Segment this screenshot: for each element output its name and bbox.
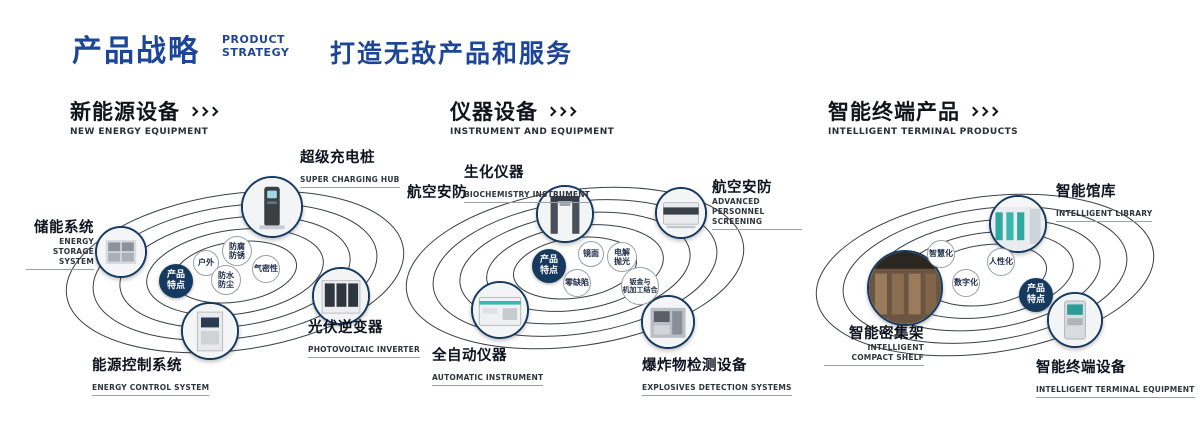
label-biochemistry-instrument: 生化仪器 BIOCHEMISTRY INSTRUMENT: [464, 165, 590, 204]
slogan: 打造无敌产品和服务: [330, 39, 574, 68]
section-terminal-title-text: 智能终端产品: [828, 100, 960, 124]
section-new-energy-title-text: 新能源设备: [70, 100, 180, 124]
label-energy-control-system-cn: 能源控制系统: [92, 358, 182, 374]
library-room-icon: [991, 197, 1045, 251]
compact-shelf-room-icon: [869, 252, 941, 324]
label-intelligent-compact-shelf-cn: 智能密集架: [849, 326, 924, 342]
feature-mirror-finish: 镜面: [578, 241, 604, 267]
section-instrument-title-text: 仪器设备: [450, 100, 538, 124]
page-title-english-line2: STRATEGY: [222, 45, 290, 59]
node-intelligent-compact-shelf: [867, 250, 943, 326]
node-intelligent-library: [989, 195, 1047, 253]
label-biochemistry-instrument-cn: 生化仪器: [464, 165, 524, 181]
label-energy-storage-system: 储能系统 ENERGY STORAGE SYSTEM: [26, 220, 94, 270]
orbit-rings-terminal: [815, 193, 1155, 357]
badge-product-features-1: 产品 特点: [159, 264, 193, 298]
section-new-energy-subtitle: NEW ENERGY EQUIPMENT: [70, 127, 209, 137]
page-title-english: PRODUCT STRATEGY: [222, 33, 290, 59]
triple-chevron-icon: [968, 106, 999, 116]
badge-product-features-2: 产品 特点: [532, 249, 566, 283]
feature-digitalized: 数字化: [952, 269, 980, 297]
label-photovoltaic-inverter-en: PHOTOVOLTAIC INVERTER: [308, 345, 420, 359]
badge-product-features-3: 产品 特点: [1019, 278, 1053, 312]
label-intelligent-terminal-equipment-en: INTELLIGENT TERMINAL EQUIPMENT: [1036, 385, 1195, 399]
node-photovoltaic-inverter: [312, 267, 370, 325]
label-advanced-personnel-screening-en: ADVANCED PERSONNEL SCREENING: [712, 197, 802, 230]
label-energy-storage-system-cn: 储能系统: [34, 220, 94, 236]
triple-chevron-icon: [546, 106, 577, 116]
storage-cabinet-icon: [97, 228, 145, 276]
kiosk-icon: [1049, 294, 1101, 346]
feature-intelligent: 智慧化: [927, 240, 955, 268]
label-intelligent-terminal-equipment: 智能终端设备 INTELLIGENT TERMINAL EQUIPMENT: [1036, 360, 1195, 399]
inverter-cabinet-icon: [314, 269, 368, 323]
feature-humanized: 人性化: [987, 248, 1015, 276]
feature-electropolishing: 电解 抛光: [607, 242, 637, 272]
section-instrument-title: 仪器设备: [450, 96, 577, 126]
security-gate-icon: [538, 187, 592, 241]
label-intelligent-library-cn: 智能馆库: [1056, 184, 1116, 200]
feature-anticorrosion: 防腐 防锈: [222, 236, 252, 266]
feature-sheetmetal-machining: 钣金与 机加工结合: [621, 267, 659, 305]
page-title-english-line1: PRODUCT: [222, 33, 286, 46]
label-energy-control-system-en: ENERGY CONTROL SYSTEM: [92, 383, 210, 397]
analyzer-icon: [473, 283, 527, 337]
label-super-charging-hub-cn: 超级充电桩: [300, 150, 375, 166]
label-biochemistry-instrument-en: BIOCHEMISTRY INSTRUMENT: [464, 190, 590, 204]
detector-machine-icon: [643, 297, 693, 347]
triple-chevron-icon: [188, 106, 219, 116]
label-intelligent-library: 智能馆库 INTELLIGENT LIBRARY: [1056, 184, 1153, 223]
label-intelligent-compact-shelf: 智能密集架 INTELLIGENT COMPACT SHELF: [824, 326, 924, 366]
screening-machine-icon: [657, 189, 705, 237]
node-intelligent-terminal-equipment: [1047, 292, 1103, 348]
node-energy-control-system: [181, 302, 239, 360]
label-automatic-instrument-en: AUTOMATIC INSTRUMENT: [432, 373, 544, 387]
node-super-charging-hub: [241, 176, 303, 238]
feature-waterproof-dustproof: 防水 防尘: [211, 265, 241, 295]
label-explosives-detection: 爆炸物检测设备 EXPLOSIVES DETECTION SYSTEMS: [642, 358, 792, 397]
node-automatic-instrument: [471, 281, 529, 339]
page-title: 产品战略: [72, 34, 200, 69]
label-super-charging-hub-en: SUPER CHARGING HUB: [300, 175, 400, 189]
label-intelligent-terminal-equipment-cn: 智能终端设备: [1036, 360, 1126, 376]
label-intelligent-compact-shelf-en: INTELLIGENT COMPACT SHELF: [824, 343, 924, 366]
node-explosives-detection: [641, 295, 695, 349]
feature-zero-defect: 零缺陷: [563, 269, 591, 297]
label-energy-storage-system-en: ENERGY STORAGE SYSTEM: [26, 237, 94, 270]
charging-pile-icon: [243, 178, 301, 236]
label-automatic-instrument: 全自动仪器 AUTOMATIC INSTRUMENT: [432, 348, 544, 387]
section-new-energy-title: 新能源设备: [70, 96, 219, 126]
label-photovoltaic-inverter-cn: 光伏逆变器: [308, 320, 383, 336]
node-advanced-personnel-screening: [655, 187, 707, 239]
label-advanced-personnel-screening: 航空安防 ADVANCED PERSONNEL SCREENING: [712, 180, 802, 230]
section-terminal-title: 智能终端产品: [828, 96, 999, 126]
label-aviation-security-left: 航空安防: [407, 185, 467, 201]
section-instrument-subtitle: INSTRUMENT AND EQUIPMENT: [450, 127, 615, 137]
label-super-charging-hub: 超级充电桩 SUPER CHARGING HUB: [300, 150, 400, 189]
label-explosives-detection-cn: 爆炸物检测设备: [642, 358, 747, 374]
label-photovoltaic-inverter: 光伏逆变器 PHOTOVOLTAIC INVERTER: [308, 320, 420, 359]
node-energy-storage-system: [95, 226, 147, 278]
feature-airtightness: 气密性: [252, 255, 280, 283]
node-biochemistry-instrument: [536, 185, 594, 243]
label-automatic-instrument-cn: 全自动仪器: [432, 348, 507, 364]
section-terminal-subtitle: INTELLIGENT TERMINAL PRODUCTS: [828, 127, 1018, 137]
label-intelligent-library-en: INTELLIGENT LIBRARY: [1056, 209, 1153, 223]
label-explosives-detection-en: EXPLOSIVES DETECTION SYSTEMS: [642, 383, 792, 397]
label-energy-control-system: 能源控制系统 ENERGY CONTROL SYSTEM: [92, 358, 210, 397]
label-advanced-personnel-screening-cn: 航空安防: [712, 180, 772, 196]
control-cabinet-icon: [183, 304, 237, 358]
